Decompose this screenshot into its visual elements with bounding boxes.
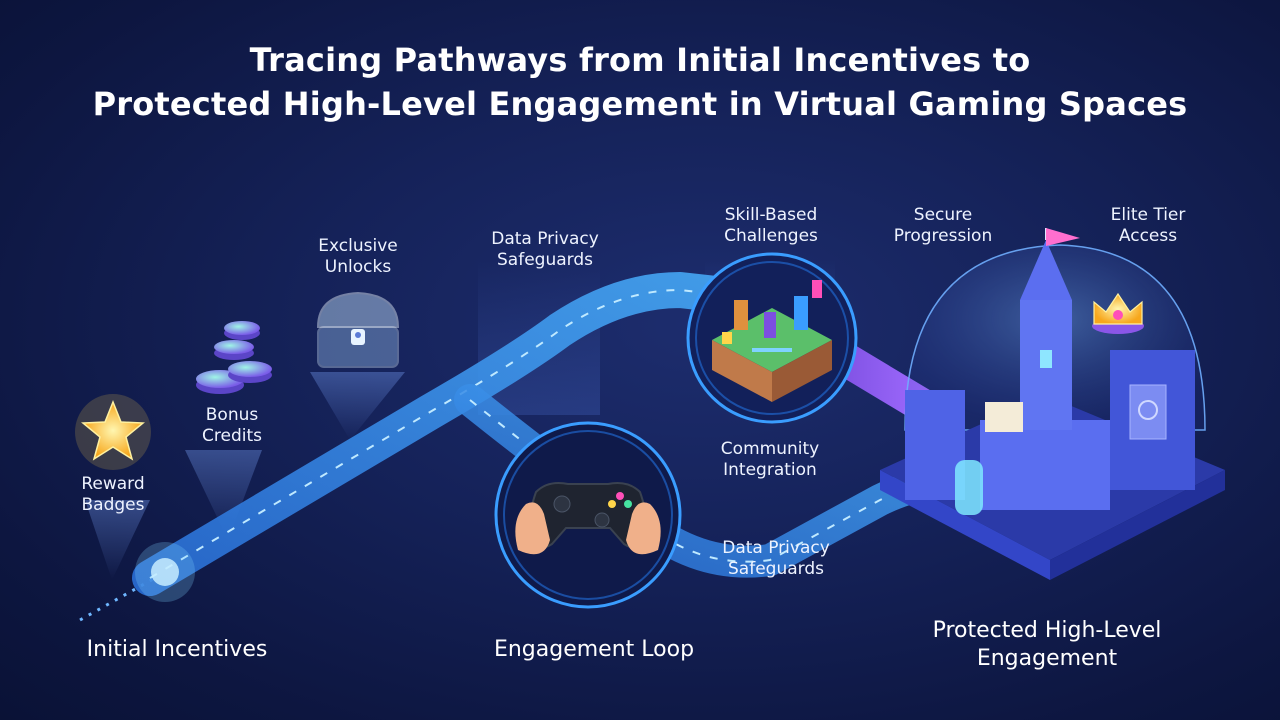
crown-icon — [1092, 292, 1144, 334]
stage-protected-engagement: Protected High-Level Engagement — [932, 618, 1162, 671]
voxel-world-icon — [712, 280, 832, 402]
title-line-1: Tracing Pathways from Initial Incentives… — [249, 41, 1031, 79]
start-glow — [151, 558, 179, 586]
castle-icon — [880, 228, 1225, 580]
treasure-chest-icon — [316, 291, 400, 368]
community-integration-label: Community Integration — [720, 439, 820, 480]
coins-icon — [196, 321, 272, 394]
privacy-top-label: Data Privacy Safeguards — [491, 229, 599, 270]
credits-beam — [185, 450, 262, 540]
flag-icon — [1046, 228, 1080, 246]
gamepad-icon — [515, 482, 661, 555]
star-badge-icon — [75, 394, 151, 470]
badge-beam — [85, 500, 150, 580]
stage-engagement-loop: Engagement Loop — [493, 637, 695, 662]
page-title: Tracing Pathways from Initial Incentives… — [0, 38, 1280, 126]
elite-tier-label: Elite Tier Access — [1110, 205, 1186, 246]
exclusive-unlocks-label: Exclusive Unlocks — [318, 236, 398, 277]
skill-challenges-label: Skill-Based Challenges — [724, 205, 818, 246]
unlocks-beam — [310, 372, 405, 440]
privacy-bottom-label: Data Privacy Safeguards — [722, 538, 830, 579]
bonus-credits-label: Bonus Credits — [202, 405, 262, 446]
title-line-2: Protected High-Level Engagement in Virtu… — [92, 85, 1188, 123]
stage-initial-incentives: Initial Incentives — [86, 637, 268, 662]
reward-badges-label: Reward Badges — [81, 474, 145, 515]
secure-progression-label: Secure Progression — [893, 205, 993, 246]
